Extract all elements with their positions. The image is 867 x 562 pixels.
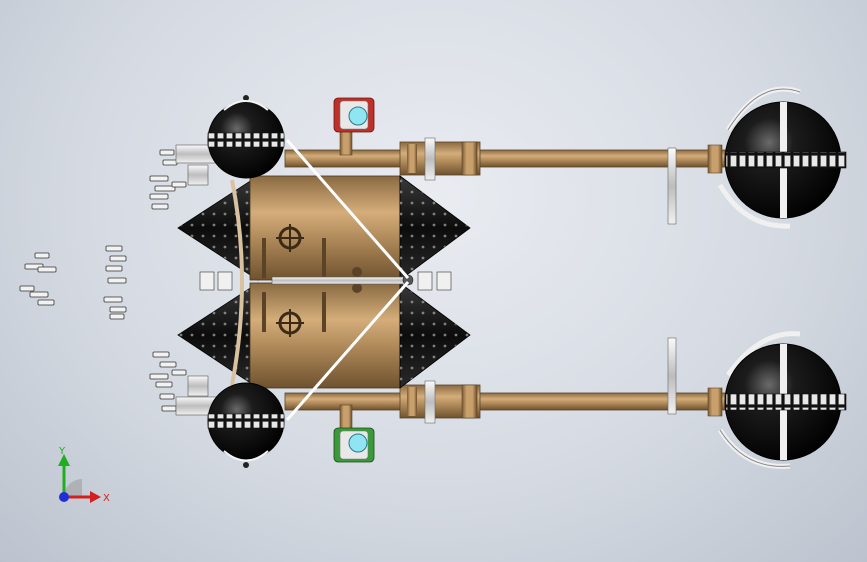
tension-cables bbox=[285, 139, 410, 421]
loose-fasteners-far-left bbox=[19, 245, 127, 320]
lower-left-sphere[interactable] bbox=[175, 375, 285, 468]
loose-fasteners-lower bbox=[149, 351, 187, 412]
upper-red-valve[interactable] bbox=[333, 97, 375, 156]
lower-green-valve[interactable] bbox=[333, 404, 375, 463]
loose-fasteners-upper bbox=[149, 149, 187, 210]
upper-arm-shaft[interactable] bbox=[284, 137, 726, 225]
x-axis-label: X bbox=[103, 493, 110, 504]
central-hull[interactable] bbox=[177, 175, 471, 389]
lower-right-large-sphere[interactable] bbox=[717, 331, 847, 469]
lower-arm-shaft[interactable] bbox=[284, 337, 726, 424]
upper-right-large-sphere[interactable] bbox=[717, 86, 847, 229]
y-axis-label: Y bbox=[58, 446, 66, 457]
upper-left-sphere[interactable] bbox=[175, 95, 285, 186]
z-axis-dot bbox=[59, 492, 69, 502]
left-curved-linkage bbox=[230, 179, 244, 386]
coordinate-triad: Y X bbox=[58, 446, 110, 504]
